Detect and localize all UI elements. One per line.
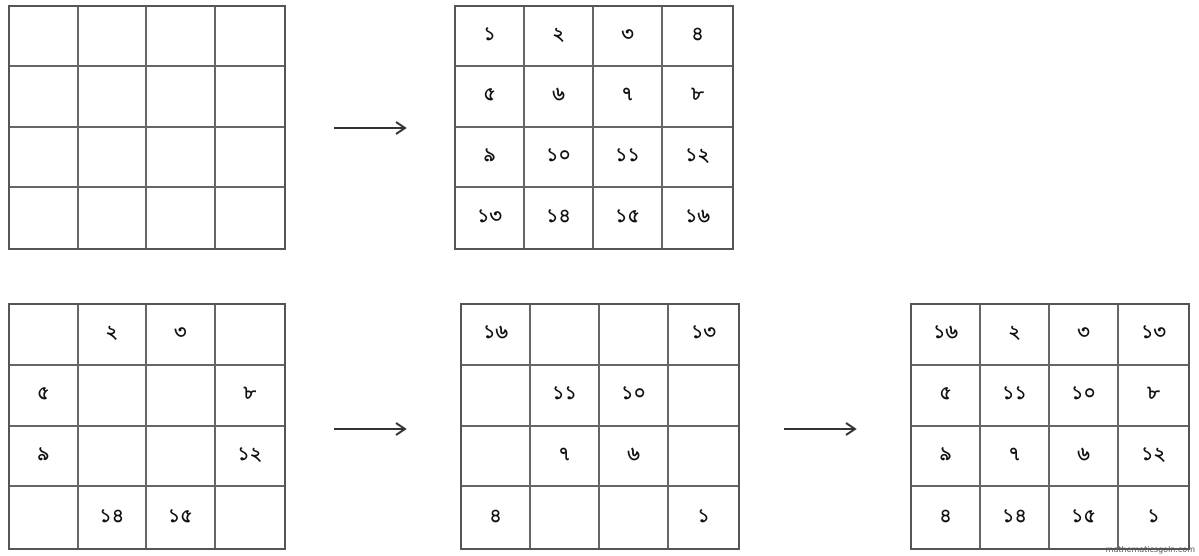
- grid-cell: ১৪: [79, 487, 147, 548]
- grid-cell: ৯: [456, 127, 525, 188]
- grid-cell: [147, 426, 216, 488]
- grid-cell: ১৩: [669, 305, 738, 366]
- grid-cell: ১৫: [147, 487, 216, 548]
- grid-cell: ১১: [531, 365, 600, 427]
- grid-cell: ৯: [912, 426, 981, 488]
- grid-cell: ১০: [600, 365, 669, 427]
- grid-cell: [10, 7, 79, 68]
- grid-cell: ৫: [456, 67, 525, 128]
- grid-cell: ১৬: [462, 305, 531, 366]
- grid-cell: [10, 127, 79, 188]
- grid-cell: ৭: [981, 426, 1050, 488]
- right-arrow-icon: [334, 121, 407, 135]
- grid-cell: ২: [981, 305, 1050, 366]
- grid-cell: ১: [1147, 504, 1160, 527]
- grid-cell: ২: [525, 7, 594, 68]
- grid-cell: ১৩: [1119, 305, 1188, 366]
- grid-cell: ৪: [912, 487, 981, 548]
- grid-cell: ২: [78, 305, 147, 366]
- grid-cell: ১২: [663, 128, 732, 188]
- grid-cell: ৮: [1119, 366, 1188, 427]
- grid-cell: ১৫: [1050, 487, 1119, 548]
- grid-cell: [147, 67, 216, 128]
- grid-cell: [78, 365, 147, 427]
- grid-cell: ১: [697, 504, 710, 527]
- grid-cell: [147, 127, 216, 188]
- grid-cell: [10, 67, 79, 128]
- grid-cell: ১২: [215, 427, 284, 488]
- grid-cell: ৬: [1050, 426, 1119, 488]
- grid-cell: [10, 187, 79, 248]
- grid-cell: ১১: [594, 127, 663, 188]
- grid-cell: [78, 426, 147, 488]
- grid-cell: [215, 67, 284, 128]
- grid-cell: [78, 67, 147, 128]
- grid-cell: ১৩: [456, 187, 525, 248]
- grid-cell: ৪: [462, 487, 531, 548]
- grid-cell: [216, 188, 285, 248]
- grid-cell: [147, 365, 216, 427]
- grid-cell: ৬: [600, 426, 669, 488]
- grid-cell: [10, 487, 79, 548]
- grid-cell: ৩: [594, 7, 663, 68]
- grid-cell: ১৫: [594, 187, 663, 248]
- grid-cell: [78, 7, 147, 68]
- watermark: mathematicsgoln.com: [1105, 545, 1195, 554]
- grid-cell: ৭: [594, 67, 663, 128]
- grid-cell: [79, 187, 147, 248]
- grid-cell: ১৬: [912, 305, 981, 366]
- grid-cell: ৭: [531, 426, 600, 488]
- grid-cell: ১৬: [685, 204, 710, 227]
- grid-cell: ৫: [912, 365, 981, 427]
- grid-cell: ১০: [525, 127, 594, 188]
- grid-cell: [215, 305, 284, 366]
- grid-cell: [669, 427, 738, 488]
- grid-cell: [216, 487, 285, 548]
- right-arrow-icon: [784, 422, 857, 436]
- grid-cell: ৩: [147, 305, 216, 366]
- grid-cell: ১০: [1050, 365, 1119, 427]
- grid-cell: [78, 127, 147, 188]
- grid-cell: [600, 305, 669, 366]
- grid-cell: ৮: [215, 366, 284, 427]
- grid-cell: [669, 366, 738, 427]
- grid-cell: [10, 305, 79, 366]
- grid-cell: ৬: [525, 67, 594, 128]
- grid-cell: ১৪: [981, 487, 1050, 548]
- grid-cell: [531, 487, 600, 548]
- grid-cell: ৩: [1050, 305, 1119, 366]
- grid-cell: [215, 7, 284, 68]
- grid-cell: [147, 187, 216, 248]
- grid-cell: ১৪: [525, 187, 594, 248]
- grid-cell: [531, 305, 600, 366]
- grid-cell: ১: [456, 7, 525, 68]
- grid-cell: [462, 426, 531, 488]
- right-arrow-icon: [334, 422, 407, 436]
- grid-cell: ১২: [1119, 427, 1188, 488]
- empty-grid: [8, 5, 286, 250]
- grid-cell: ৪: [663, 7, 732, 68]
- grid-cell: ৫: [10, 365, 79, 427]
- grid-cell: ৮: [663, 67, 732, 128]
- grid-cell: [147, 7, 216, 68]
- grid-cell: [600, 487, 669, 548]
- grid-cell: [215, 128, 284, 188]
- grid-cell: ১১: [981, 365, 1050, 427]
- grid-cell: ৯: [10, 426, 79, 488]
- grid-cell: [462, 365, 531, 427]
